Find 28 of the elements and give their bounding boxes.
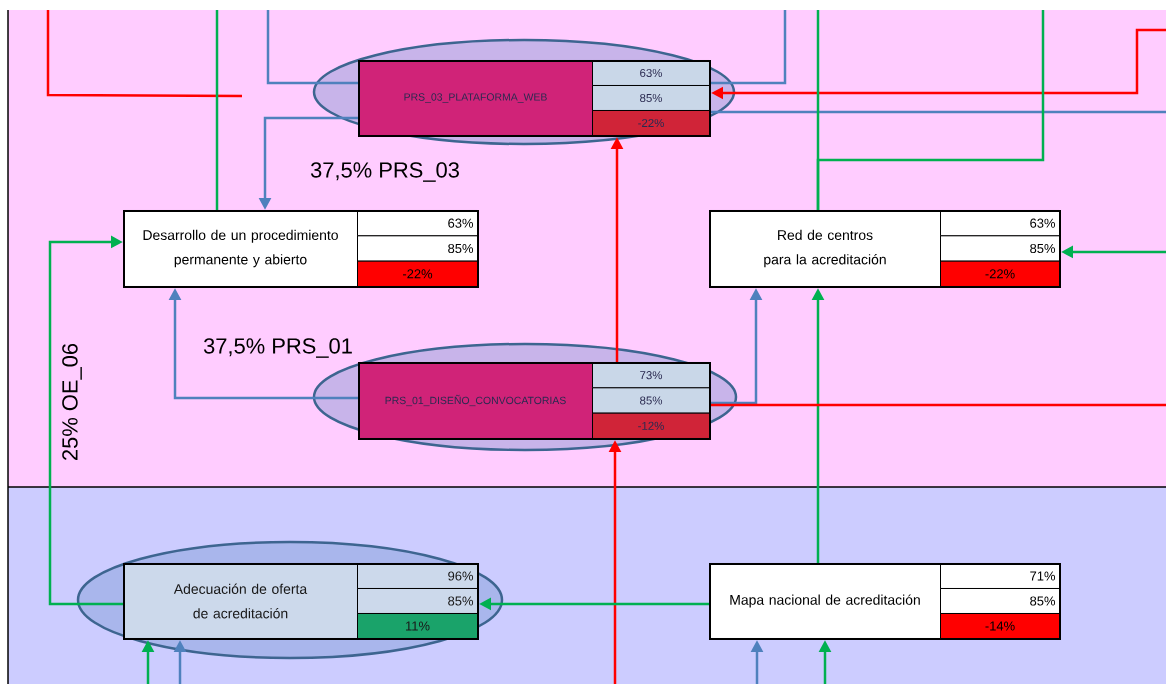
percentage-cell: 11% xyxy=(357,613,478,639)
percentage-cell: 85% xyxy=(592,85,710,111)
edge-label: 25% OE_06 xyxy=(62,343,82,460)
indicator-name-cell: Mapa nacional de acreditación xyxy=(709,563,941,639)
arrow xyxy=(48,235,123,606)
indicator-name-cell: PRS_01_DISEÑO_CONVOCATORIAS xyxy=(358,362,593,439)
percentage-cell: 85% xyxy=(940,235,1060,262)
indicator-name-cell: Desarrollo de un procedimiento permanente y abierto xyxy=(123,210,358,287)
percentage-cell: -22% xyxy=(940,260,1060,287)
percentage-cell: 63% xyxy=(592,60,710,86)
percentage-cell: 85% xyxy=(940,588,1060,614)
percentage-cell: 63% xyxy=(940,210,1060,237)
percentage-cell: 96% xyxy=(357,563,478,589)
indicator-name-cell: PRS_03_PLATAFORMA_WEB xyxy=(358,60,593,136)
percentage-cell: 85% xyxy=(357,588,478,614)
edge-label: 37,5% PRS_03 xyxy=(310,162,459,182)
percentage-cell: -14% xyxy=(940,613,1060,639)
edge-label: 37,5% PRS_01 xyxy=(203,338,352,358)
percentage-cell: 85% xyxy=(357,235,478,262)
percentage-cell: -12% xyxy=(592,412,710,439)
percentage-cell: -22% xyxy=(592,110,710,136)
indicator-name-cell: Red de centros para la acreditación xyxy=(709,210,941,287)
percentage-cell: 73% xyxy=(592,362,710,389)
percentage-cell: 63% xyxy=(357,210,478,237)
indicator-name-cell: Adecuación de oferta de acreditación xyxy=(123,563,358,639)
percentage-cell: 85% xyxy=(592,387,710,414)
percentage-cell: -22% xyxy=(357,260,478,287)
percentage-cell: 71% xyxy=(940,563,1060,589)
